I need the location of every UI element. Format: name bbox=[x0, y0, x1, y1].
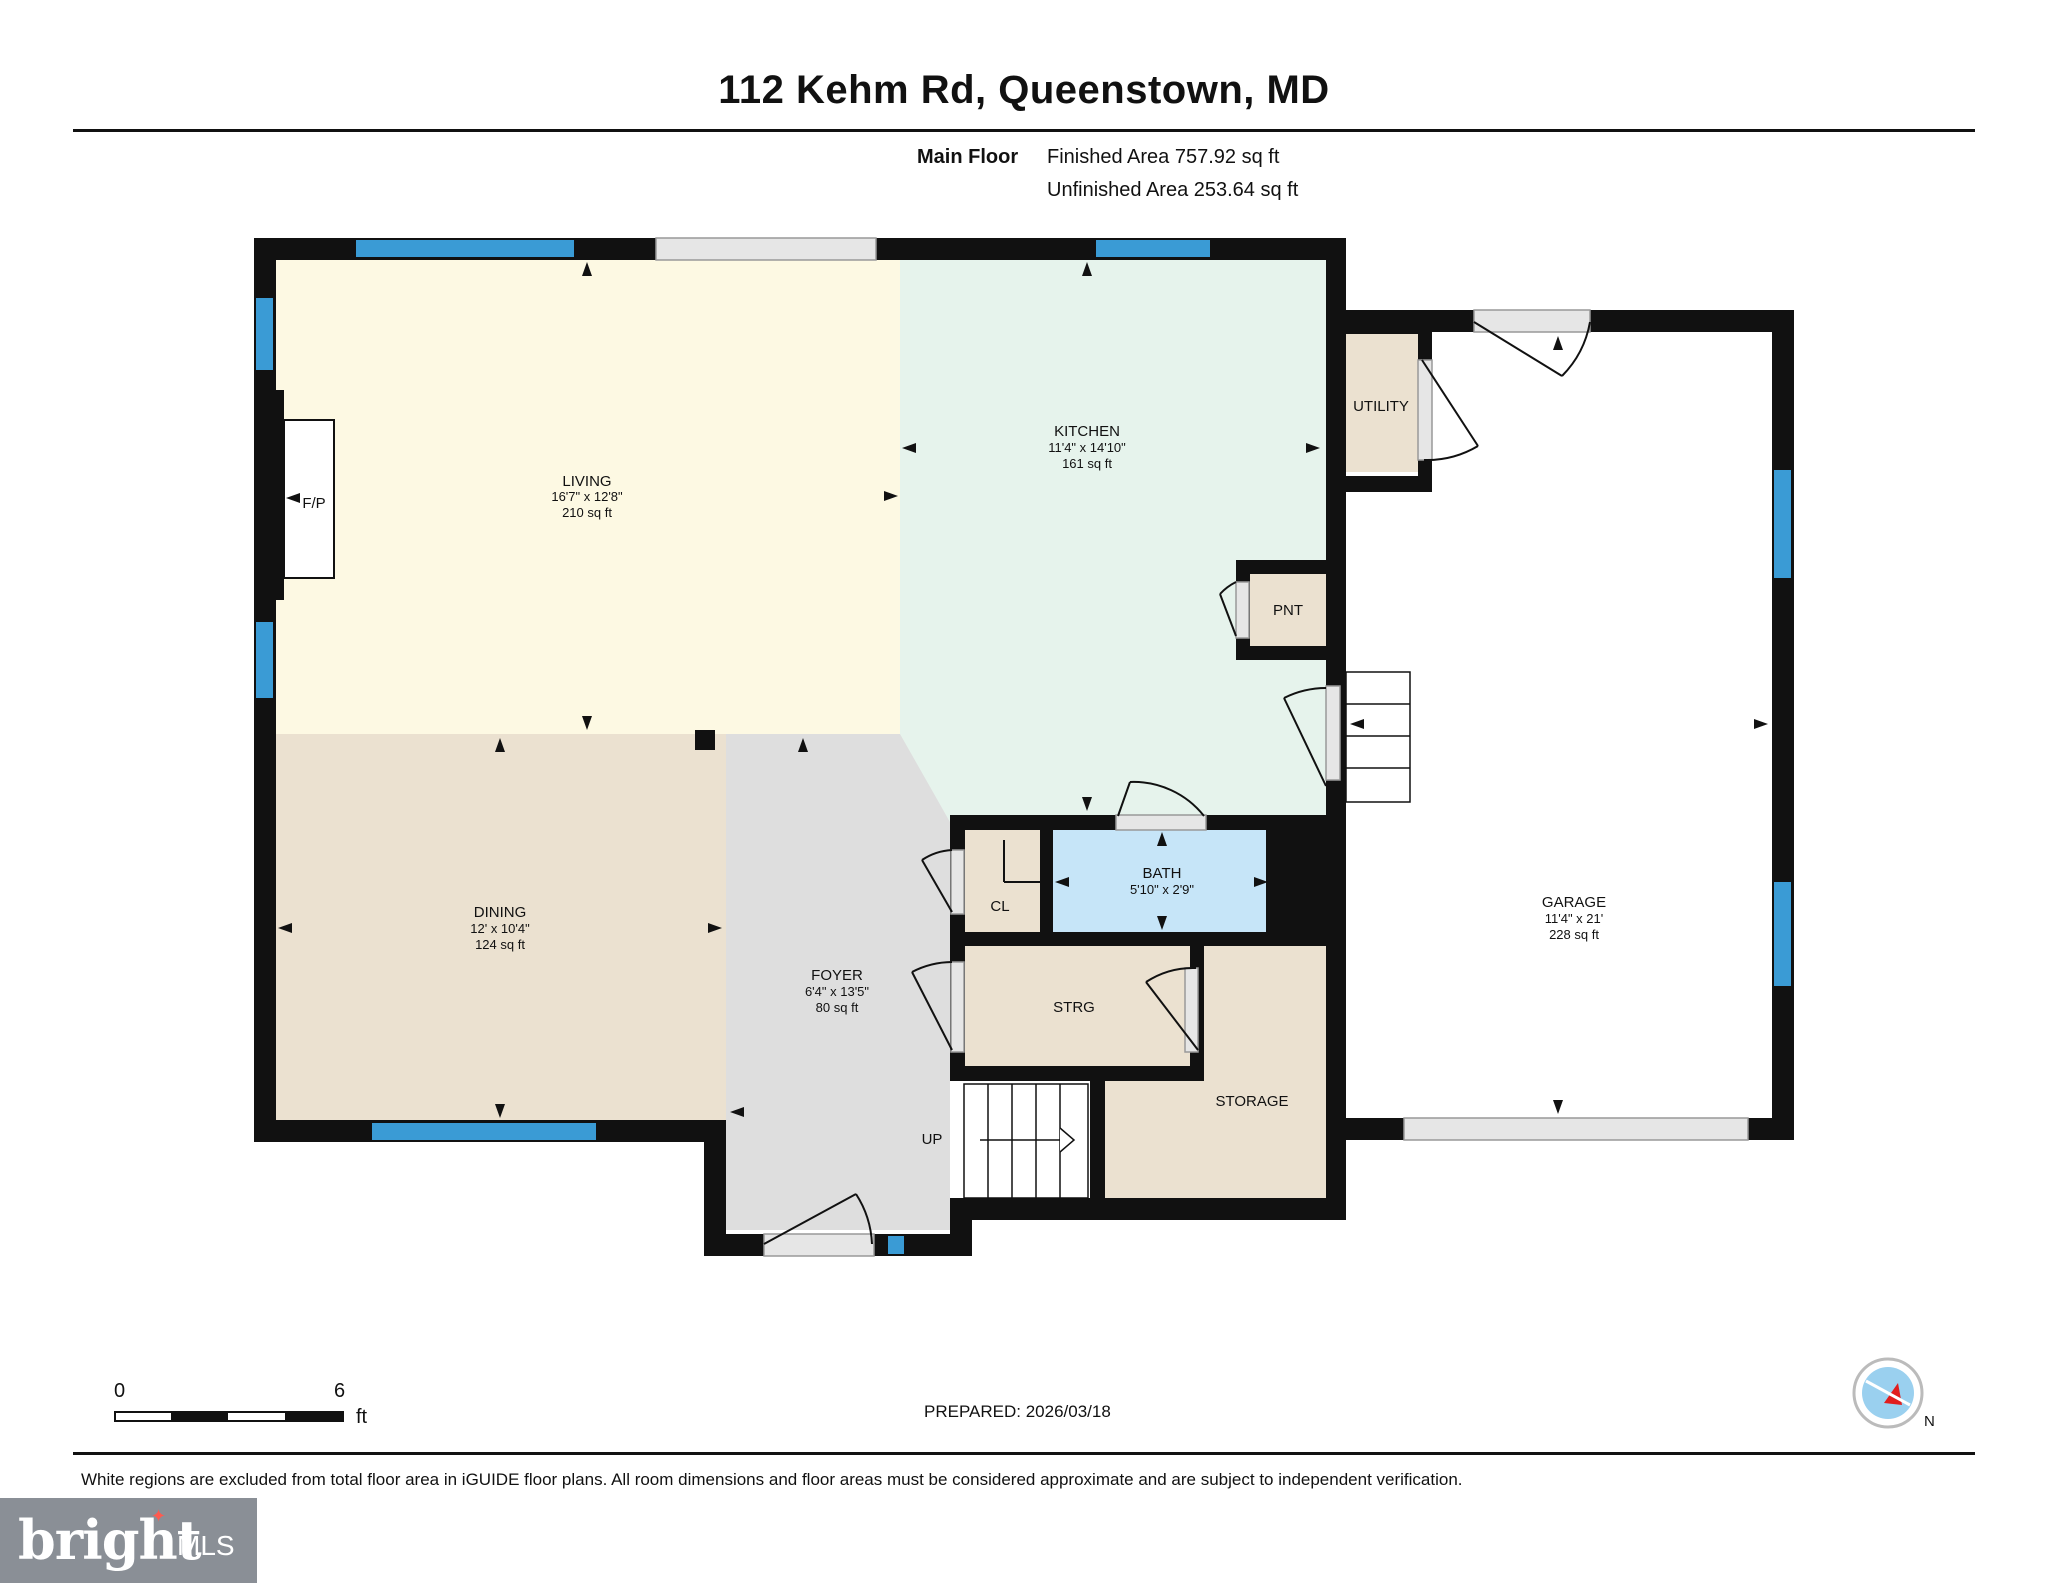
footer-disclaimer: White regions are excluded from total fl… bbox=[81, 1470, 1463, 1489]
closet-fill bbox=[962, 828, 1042, 932]
compass: N bbox=[1852, 1357, 1936, 1446]
foyer-area: 80 sq ft bbox=[816, 1000, 859, 1015]
storage-label: STORAGE bbox=[1215, 1093, 1288, 1110]
dimension-arrows bbox=[278, 262, 1768, 1118]
kitchen-fill bbox=[900, 258, 1328, 822]
unfinished-area: Unfinished Area 253.64 sq ft bbox=[1047, 179, 1299, 201]
header-divider bbox=[73, 129, 1975, 132]
storage-fill bbox=[1104, 946, 1328, 1198]
strg-label: STRG bbox=[1053, 999, 1095, 1016]
utility-fill bbox=[1340, 332, 1418, 472]
living-dims: 16'7" x 12'8" bbox=[551, 489, 623, 504]
pantry-label: PNT bbox=[1273, 602, 1303, 619]
floor-label: Main Floor bbox=[917, 146, 1019, 168]
dining-dims: 12' x 10'4" bbox=[470, 921, 530, 936]
living-area: 210 sq ft bbox=[562, 505, 612, 520]
closet-label: CL bbox=[990, 898, 1009, 915]
scale-tick-0: 0 bbox=[114, 1380, 126, 1402]
footer-divider bbox=[73, 1452, 1975, 1455]
garage-label: GARAGE bbox=[1542, 894, 1606, 911]
compass-north-label: N bbox=[1924, 1413, 1935, 1430]
scale-tick-6: 6 bbox=[334, 1380, 346, 1402]
pantry-fill bbox=[1248, 572, 1326, 648]
bright-mls-logo: bright ✦ MLS bbox=[0, 1498, 257, 1583]
compass-icon bbox=[1852, 1357, 1924, 1429]
dining-room-fill bbox=[276, 734, 726, 1122]
garage-dims: 11'4" x 21' bbox=[1545, 911, 1604, 926]
finished-area: Finished Area 757.92 sq ft bbox=[1047, 146, 1280, 168]
bath-dims: 5'10" x 2'9" bbox=[1130, 882, 1194, 897]
logo-brand: bright bbox=[18, 1508, 202, 1572]
scale-bar-graphic bbox=[114, 1411, 344, 1422]
living-label: LIVING bbox=[562, 473, 611, 490]
door-openings bbox=[655, 237, 1749, 1257]
fireplace-label: F/P bbox=[302, 495, 325, 512]
foyer-fill bbox=[726, 734, 950, 1230]
prepared-date: PREPARED: 2026/03/18 bbox=[924, 1402, 1111, 1421]
foyer-label: FOYER bbox=[811, 967, 863, 984]
page-title: 112 Kehm Rd, Queenstown, MD bbox=[718, 68, 1330, 112]
bath-label: BATH bbox=[1143, 865, 1182, 882]
kitchen-area: 161 sq ft bbox=[1062, 456, 1112, 471]
garage-area: 228 sq ft bbox=[1549, 927, 1599, 942]
living-room-fill bbox=[276, 258, 900, 734]
logo-suffix: MLS bbox=[177, 1530, 235, 1561]
dining-label: DINING bbox=[474, 904, 527, 921]
strg-fill bbox=[962, 946, 1196, 1068]
kitchen-dims: 11'4" x 14'10" bbox=[1048, 440, 1126, 455]
stairs bbox=[963, 671, 1411, 1199]
stairs-up-label: UP bbox=[922, 1131, 943, 1148]
kitchen-label: KITCHEN bbox=[1054, 423, 1120, 440]
dining-area: 124 sq ft bbox=[475, 937, 525, 952]
windows bbox=[256, 240, 1791, 1254]
foyer-dims: 6'4" x 13'5" bbox=[805, 984, 869, 999]
door-swings bbox=[763, 321, 1591, 1245]
logo-spark-icon: ✦ bbox=[151, 1506, 167, 1526]
utility-label: UTILITY bbox=[1353, 398, 1409, 415]
scale-unit: ft bbox=[356, 1406, 368, 1428]
